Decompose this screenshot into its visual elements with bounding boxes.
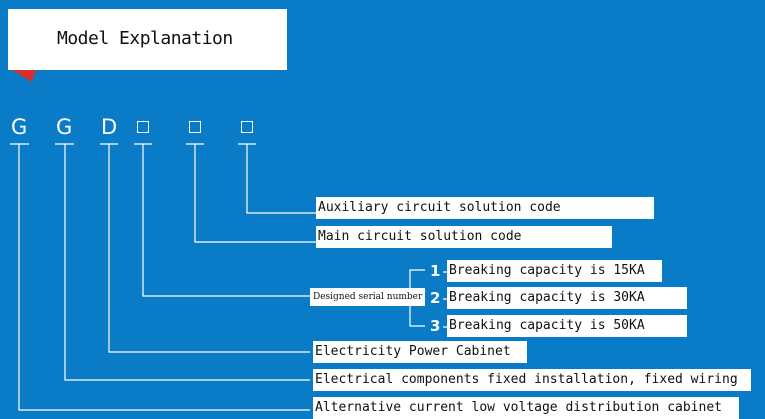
connector-auxiliary: [246, 144, 316, 214]
connector-electricity: [108, 144, 310, 353]
code-letter-g1: G: [11, 115, 28, 139]
diagram-title: Model Explanation: [57, 28, 233, 49]
code-placeholder-serial: [137, 121, 149, 133]
option-number-3: 3: [430, 317, 441, 335]
label-main-circuit: Main circuit solution code: [316, 226, 612, 248]
label-breaking-30ka: Breaking capacity is 30KA: [447, 287, 687, 309]
label-electricity-cabinet: Electricity Power Cabinet: [313, 341, 527, 363]
code-placeholder-auxiliary: [241, 121, 253, 133]
label-breaking-15ka: Breaking capacity is 15KA: [447, 260, 662, 282]
label-auxiliary-circuit: Auxiliary circuit solution code: [316, 197, 654, 219]
label-designed-serial: Designed serial number: [310, 288, 426, 306]
code-letter-d: D: [101, 115, 118, 139]
connector-alternative: [18, 144, 310, 411]
title-box: [8, 9, 287, 70]
code-placeholder-main: [189, 121, 201, 133]
connector-main: [194, 144, 316, 243]
label-breaking-50ka: Breaking capacity is 50KA: [447, 315, 687, 337]
connector-serial: [142, 144, 310, 297]
option-number-2: 2: [430, 289, 441, 307]
label-alternative-current: Alternative current low voltage distribu…: [313, 397, 739, 419]
code-letter-g2: G: [56, 115, 73, 139]
connector-fixed: [64, 144, 310, 381]
label-fixed-wiring: Electrical components fixed installation…: [313, 369, 751, 391]
option-number-1: 1: [430, 262, 441, 280]
